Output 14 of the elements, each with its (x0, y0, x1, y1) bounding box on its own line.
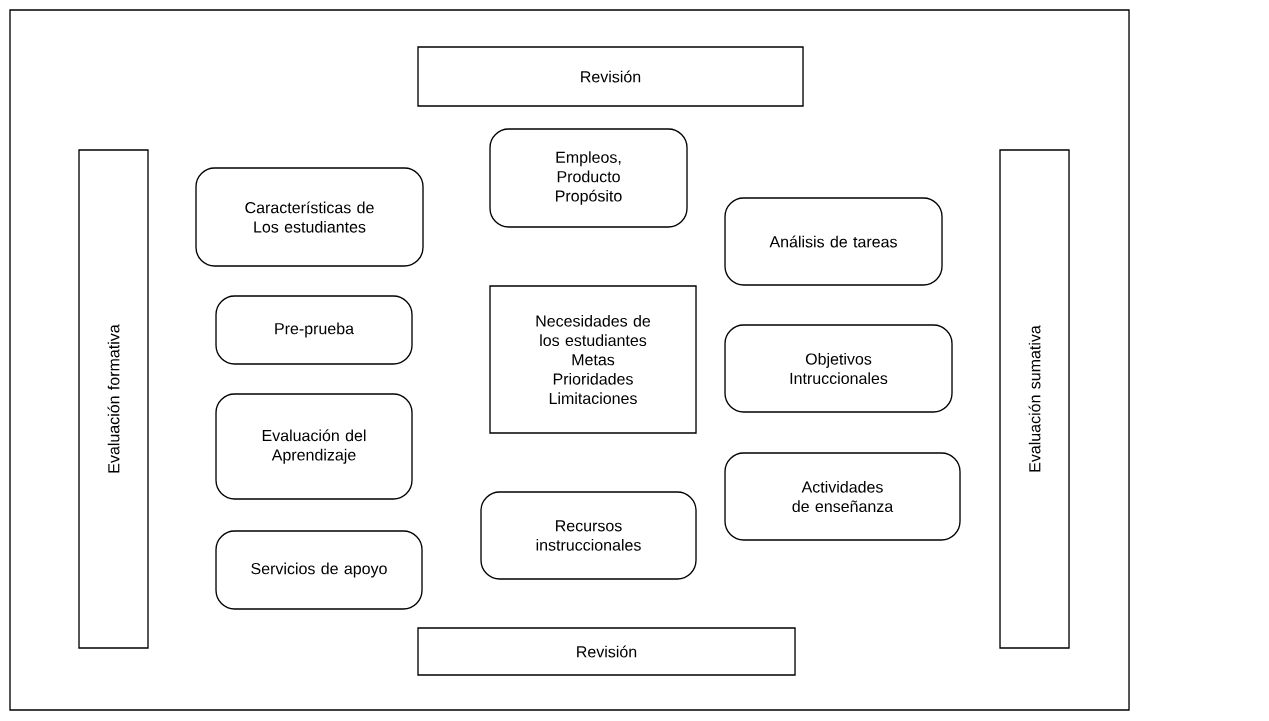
process-box: Recursos instruccionales (480, 491, 697, 580)
process-box: Características de Los estudiantes (195, 167, 424, 267)
side-bar: Evaluación formativa (78, 149, 149, 649)
title-box: Revisión (417, 627, 796, 676)
center-box: Necesidades de los estudiantes Metas Prioridades Limitaciones (489, 285, 697, 434)
process-box: Pre-prueba (215, 295, 413, 365)
process-box: Actividades de enseñanza (724, 452, 961, 541)
process-box: Análisis de tareas (724, 197, 943, 286)
process-box: Evaluación del Aprendizaje (215, 393, 413, 500)
process-box: Empleos, Producto Propósito (489, 128, 688, 228)
title-box: Revisión (417, 46, 804, 107)
process-box: Servicios de apoyo (215, 530, 423, 610)
side-bar: Evaluación sumativa (999, 149, 1070, 649)
process-box: Objetivos Intruccionales (724, 324, 953, 413)
